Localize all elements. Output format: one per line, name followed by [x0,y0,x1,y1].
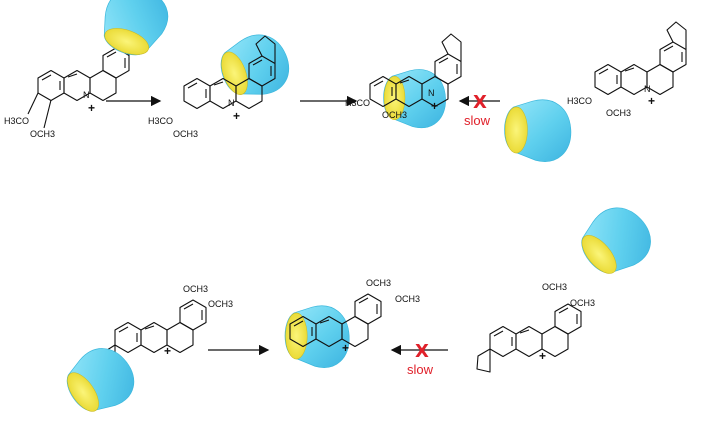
positive-charge: + [431,99,438,113]
positive-charge: + [342,341,349,355]
methoxy-label: H3CO [148,116,173,126]
rate-label: slow [407,362,434,377]
methoxy-label: OCH3 [395,294,420,304]
positive-charge: + [164,344,171,358]
nitrogen-atom-label: N [228,98,235,108]
methoxy-label: OCH3 [183,284,208,294]
methoxy-label: H3CO [4,116,29,126]
guest-molecule-free-2: OCH3 OCH3 + [476,282,595,373]
guest-molecule-free-1: H3CO OCH3 N + [567,21,687,118]
methoxy-label: OCH3 [542,282,567,292]
rate-label: slow [464,113,491,128]
positive-charge: + [88,101,95,115]
guest-molecule-1: H3CO OCH3 N + [4,27,130,139]
macrocycle-host-free-1 [504,99,572,162]
methoxy-label: OCH3 [606,108,631,118]
methoxy-label: OCH3 [173,129,198,139]
nitrogen-atom-label: N [428,88,435,98]
methoxy-label: OCH3 [570,298,595,308]
guest-molecule-4: OCH3 OCH3 + [101,284,233,369]
guest-molecule-3: H3CO OCH3 N + [345,33,462,120]
guest-molecule-5: OCH3 OCH3 + [289,278,420,355]
guest-molecule-2: H3CO OCH3 N + [148,35,276,139]
methoxy-label: OCH3 [208,299,233,309]
blocked-cross-icon: X [415,341,429,362]
methoxy-label: H3CO [345,98,370,108]
positive-charge: + [648,94,655,108]
methoxy-label: OCH3 [382,110,407,120]
blocked-cross-icon: X [473,92,487,113]
macrocycle-host-2 [213,26,297,107]
methoxy-label: H3CO [567,96,592,106]
nitrogen-atom-label: N [83,90,90,100]
methoxy-label: OCH3 [366,278,391,288]
macrocycle-host-free-2 [570,195,662,287]
positive-charge: + [233,109,240,123]
nitrogen-atom-label: N [644,84,651,94]
macrocycle-host-5 [284,305,350,368]
methoxy-label: OCH3 [30,129,55,139]
positive-charge: + [539,349,546,363]
